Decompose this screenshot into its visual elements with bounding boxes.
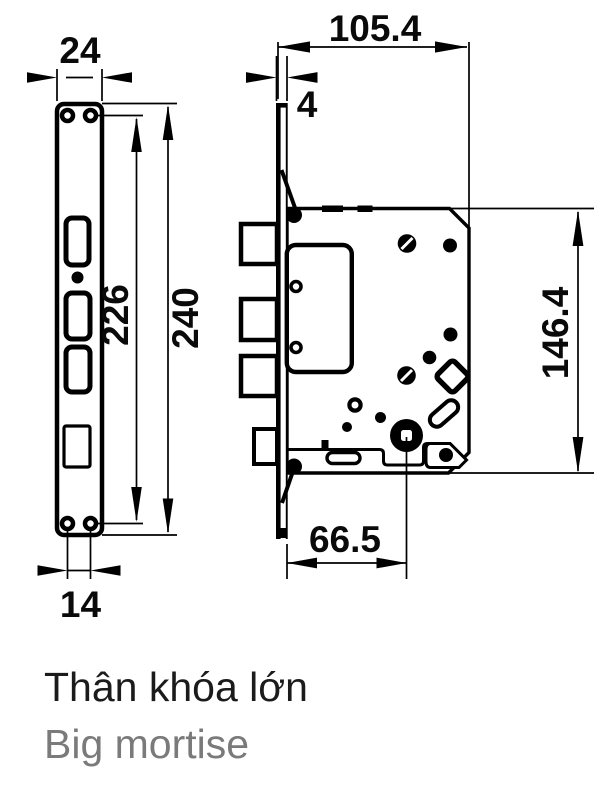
dim-front-width: 24 (27, 30, 132, 101)
screw-head (397, 234, 417, 253)
bolt-cutout (63, 215, 92, 268)
latch-cutout (62, 424, 92, 469)
screw-hole (59, 107, 76, 124)
rivet (375, 412, 386, 423)
rivet (443, 238, 457, 253)
lever-arm (279, 169, 299, 213)
rivet (443, 327, 458, 342)
case-step-line (287, 442, 468, 467)
spindle-hub (390, 419, 423, 452)
housing-hole (289, 279, 303, 294)
stop-tab (321, 440, 329, 450)
dim-body-depth: 105.4 (277, 8, 470, 227)
deadbolt (238, 296, 280, 343)
dim-label-66-5: 66.5 (309, 519, 381, 560)
dim-label-4: 4 (297, 84, 318, 125)
dim-plate-height: 240 (102, 102, 206, 536)
caption-title-vi: Thân khóa lớn (44, 664, 308, 710)
dim-body-height: 146.4 (450, 207, 594, 474)
cylinder-diamond (434, 358, 471, 395)
edge-mark (322, 205, 343, 212)
screw-head (397, 366, 416, 385)
adjust-slot (325, 450, 362, 466)
caption-title-en: Big mortise (44, 721, 250, 767)
bolt-cutout (63, 290, 93, 342)
rivet (439, 448, 453, 462)
dim-plate-thickness: 4 (246, 56, 318, 125)
screw-hole (82, 107, 99, 124)
side-profile-view: 105.4 4 146.4 66.5 (238, 8, 594, 579)
follower-housing (284, 242, 354, 375)
caption: Thân khóa lớn Big mortise (44, 664, 308, 768)
deadbolt (238, 221, 280, 267)
technical-drawing-canvas: 24 226 240 14 (27, 8, 594, 625)
edge-mark (357, 205, 373, 212)
dim-label-24: 24 (59, 30, 101, 71)
rivet (422, 350, 437, 365)
dim-label-240: 240 (165, 287, 206, 349)
cam-slot (427, 398, 461, 429)
lever-arm (280, 460, 299, 504)
dim-label-146-4: 146.4 (535, 286, 576, 379)
screw-hole (82, 515, 99, 532)
front-plate-view: 24 226 240 14 (27, 30, 206, 625)
dim-label-105-4: 105.4 (329, 8, 422, 49)
screw-hole (59, 515, 76, 532)
pin-hole (347, 397, 363, 413)
dim-hole-spacing: 226 (95, 114, 143, 525)
bolt-cutout (63, 344, 93, 395)
dim-backset: 66.5 (286, 437, 408, 579)
latch-bolt (252, 427, 279, 466)
housing-hole (289, 340, 303, 355)
dim-bottom-hole-spacing: 14 (37, 531, 121, 625)
dim-label-14: 14 (60, 584, 102, 625)
dim-label-226: 226 (95, 284, 136, 346)
deadbolt (238, 353, 280, 399)
rivet (342, 422, 352, 432)
cylinder-dot (71, 271, 84, 284)
